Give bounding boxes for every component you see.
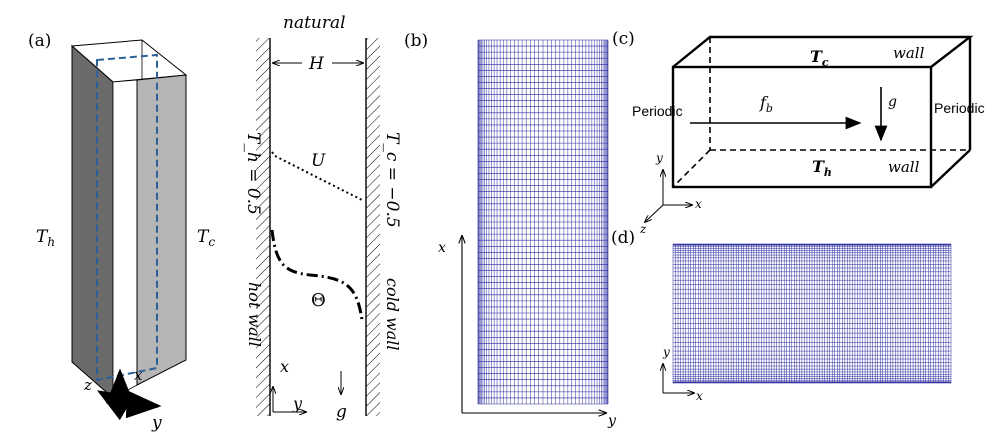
cold-condition-label: T_c = −0.5: [382, 132, 402, 228]
hot-condition-label: T_h = 0.5: [243, 132, 263, 215]
slab-cold-face: [136, 74, 187, 386]
panel-a-profile: natural H U Θ T_h = 0.5 T_c = −0.5 hot w…: [243, 13, 402, 422]
slab-inner-face: [112, 79, 138, 399]
slab-cold-face-label: Tc: [197, 227, 215, 249]
panel-b-label: (b): [404, 31, 428, 51]
mesh-b-axis-y-label: y: [607, 413, 617, 429]
body-force-label: fb: [759, 93, 773, 115]
mesh-d-axis-y-label: y: [662, 345, 670, 359]
left-bc-label: Periodic: [632, 103, 683, 119]
temperature-label: Θ: [311, 290, 326, 311]
box-hidden-diagonal: [672, 149, 711, 188]
slab-axis-z-label: z: [83, 376, 92, 394]
panel-a-label: (a): [28, 31, 51, 51]
profile-axis-x-label: x: [280, 357, 289, 376]
panel-a-slab: (a) Th Tc z x y: [28, 31, 215, 433]
box-front: [671, 65, 933, 189]
bottom-wall-label: wall: [888, 158, 920, 176]
slab-hot-face-label: Th: [36, 227, 55, 249]
slab-hot-face: [71, 44, 114, 400]
top-wall-label: wall: [893, 44, 925, 62]
profile-top-label: natural: [283, 13, 346, 33]
mesh-b-axis-x-label: x: [438, 240, 446, 256]
slab-axis-y-arrow: [119, 390, 162, 419]
slab-axis-y-label: y: [151, 413, 162, 433]
right-bc-label: Periodic: [934, 100, 985, 116]
panel-c: (c) Tc wall Th wall Periodic Periodic fb…: [612, 29, 985, 236]
cold-wall-label: cold wall: [383, 278, 402, 351]
bottom-temp-label: Th: [812, 157, 832, 179]
panel-d: (d) y x: [611, 228, 952, 403]
panel-b: (b) x y: [404, 31, 617, 429]
profile-axis-y-label: y: [292, 394, 303, 413]
box-back-top: [672, 35, 974, 68]
mesh-d-axis-x-label: x: [696, 389, 703, 403]
box-axis-z-label: z: [639, 222, 647, 236]
gravity-label: g: [336, 402, 347, 422]
mesh-b: [477, 39, 609, 405]
panel-c-label: (c): [612, 29, 635, 49]
slab-axis-z-arrow: [96, 390, 135, 421]
box-axis-z: [645, 204, 664, 222]
box-bottom-right-edge: [930, 149, 971, 188]
hot-wall-hatch: [256, 38, 270, 416]
hot-wall-label: hot wall: [245, 282, 264, 347]
slab-axis-x-label: x: [134, 366, 143, 384]
box-axis-y-label: y: [655, 151, 663, 165]
box-gravity-label: g: [888, 94, 897, 110]
top-temp-label: Tc: [810, 47, 829, 69]
temperature-profile-curve: [270, 229, 364, 321]
mesh-d: [672, 243, 952, 384]
velocity-label: U: [311, 151, 326, 171]
velocity-profile-curve: [271, 151, 363, 201]
box-axis-x-label: x: [695, 197, 702, 211]
panel-d-label: (d): [611, 228, 635, 248]
cold-wall-hatch: [366, 38, 380, 416]
gap-label: H: [308, 54, 325, 74]
slab-dashed-section: [96, 53, 158, 382]
